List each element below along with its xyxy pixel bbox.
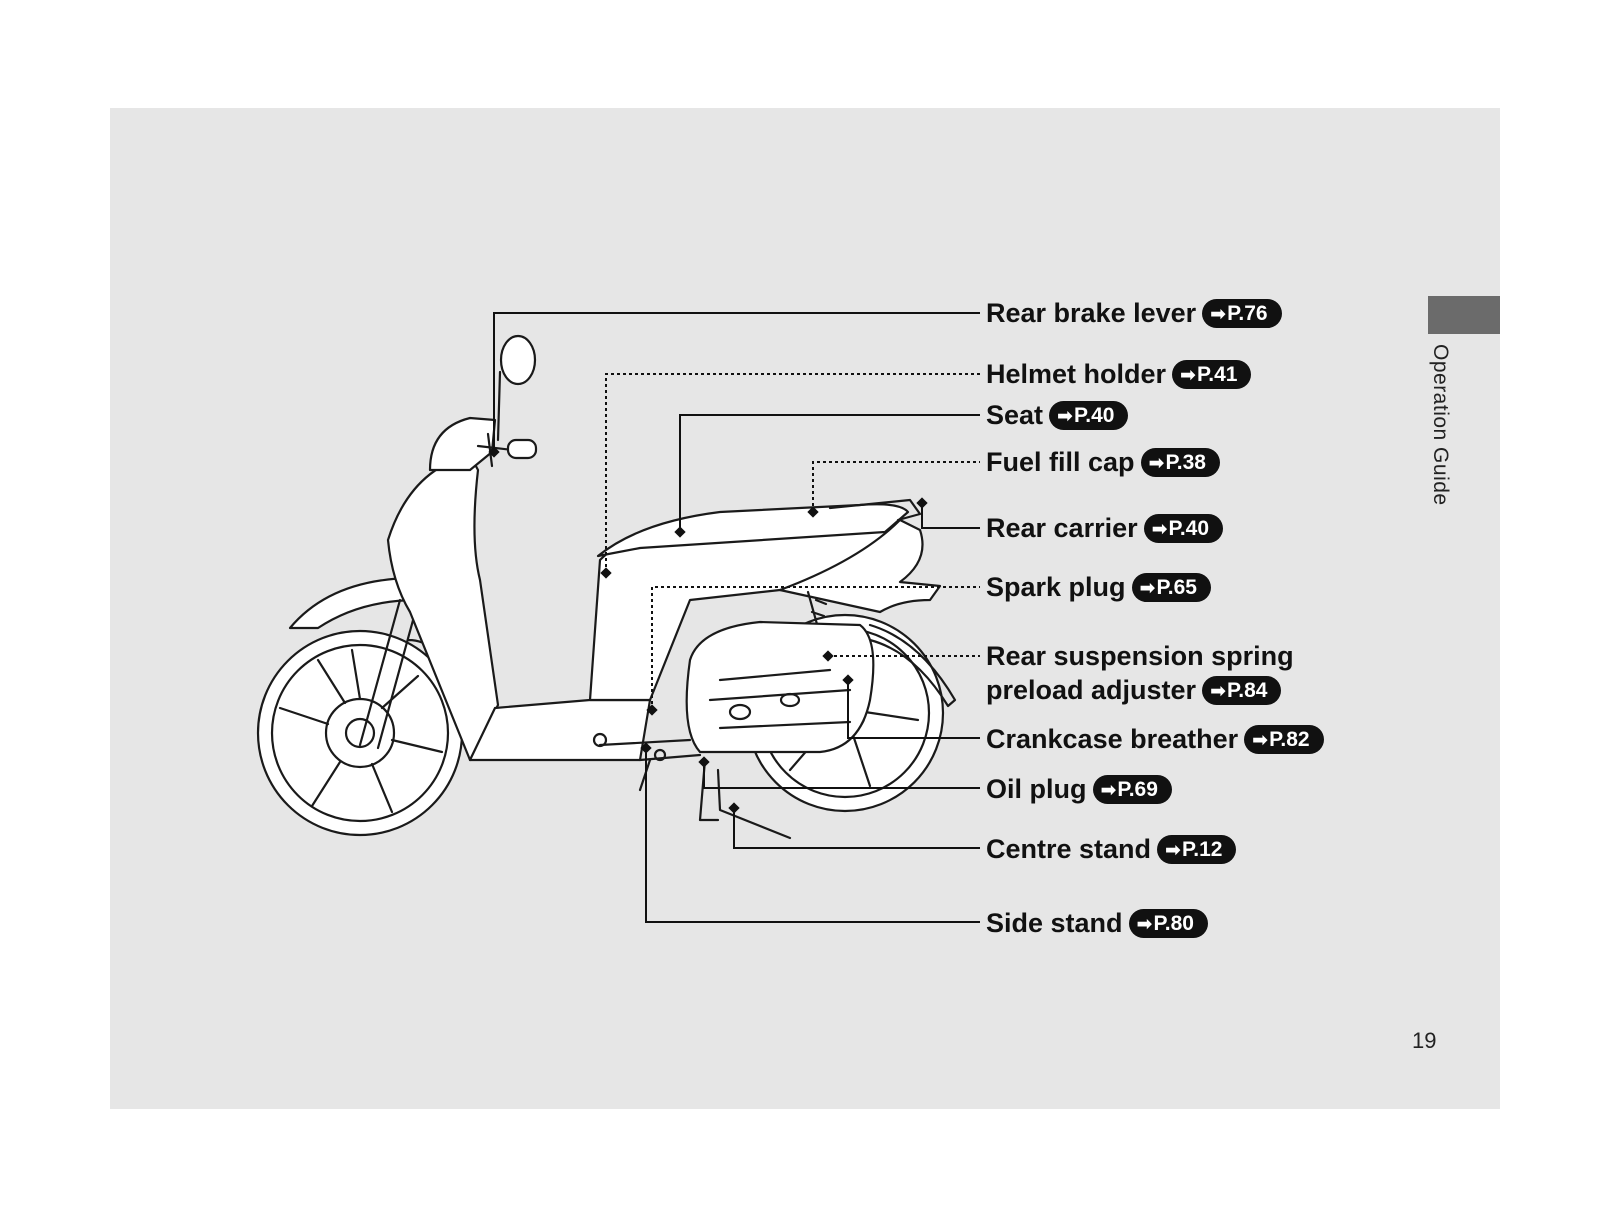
leader-crankcase-breather bbox=[847, 680, 980, 739]
callout-label: Centre stand bbox=[986, 834, 1152, 864]
arrow-right-icon: ➡ bbox=[1210, 304, 1227, 325]
callout-side-stand: Side stand➡P.80 bbox=[986, 906, 1208, 940]
leader-spark-plug bbox=[651, 586, 980, 710]
page-ref-badge[interactable]: ➡P.38 bbox=[1140, 448, 1220, 477]
callout-centre-stand: Centre stand➡P.12 bbox=[986, 832, 1237, 866]
arrow-right-icon: ➡ bbox=[1148, 453, 1165, 474]
arrow-right-icon: ➡ bbox=[1136, 914, 1153, 935]
leader-fuel-fill-cap bbox=[812, 461, 980, 512]
arrow-right-icon: ➡ bbox=[1180, 365, 1196, 386]
page-ref-badge[interactable]: ➡P.65 bbox=[1131, 573, 1211, 602]
arrow-right-icon: ➡ bbox=[1100, 780, 1117, 801]
callout-label: Helmet holder bbox=[986, 359, 1167, 389]
callout-helmet-holder: Helmet holder➡P.41 bbox=[986, 357, 1252, 391]
callout-fuel-fill-cap: Fuel fill cap➡P.38 bbox=[986, 445, 1220, 479]
page-ref-badge[interactable]: ➡P.69 bbox=[1092, 775, 1172, 804]
page-number: 19 bbox=[1412, 1028, 1437, 1053]
callout-label-line1: Rear suspension spring bbox=[986, 641, 1294, 671]
leader-side-stand bbox=[645, 748, 980, 923]
arrow-right-icon: ➡ bbox=[1252, 730, 1269, 751]
callout-oil-plug: Oil plug➡P.69 bbox=[986, 772, 1172, 806]
arrow-right-icon: ➡ bbox=[1210, 681, 1226, 702]
arrow-right-icon: ➡ bbox=[1165, 840, 1181, 861]
callout-label: Rear carrier bbox=[986, 513, 1138, 543]
callout-label-line2: preload adjuster bbox=[986, 675, 1197, 705]
page-ref-badge[interactable]: ➡P.80 bbox=[1128, 909, 1208, 938]
arrow-right-icon: ➡ bbox=[1139, 578, 1156, 599]
callout-label: Seat bbox=[986, 400, 1044, 430]
leader-centre-stand bbox=[733, 808, 980, 849]
leader-helmet-holder bbox=[605, 373, 980, 573]
page-ref-badge[interactable]: ➡P.41 bbox=[1172, 360, 1252, 389]
callout-rear-suspension-preload-adjuster: Rear suspension spring preload adjuster➡… bbox=[986, 639, 1294, 707]
front-wheel-drawing bbox=[256, 629, 464, 837]
arrow-right-icon: ➡ bbox=[1057, 406, 1073, 427]
callout-label: Rear brake lever bbox=[986, 298, 1197, 328]
page-ref-badge[interactable]: ➡P.84 bbox=[1202, 676, 1282, 705]
callout-label: Crankcase breather bbox=[986, 724, 1239, 754]
leader-oil-plug bbox=[703, 762, 980, 789]
callout-label: Fuel fill cap bbox=[986, 447, 1135, 477]
callout-label: Spark plug bbox=[986, 572, 1126, 602]
section-tab-marker bbox=[1428, 296, 1500, 334]
page-ref-badge[interactable]: ➡P.12 bbox=[1157, 835, 1237, 864]
callout-label: Oil plug bbox=[986, 774, 1087, 804]
page-ref-badge[interactable]: ➡P.82 bbox=[1244, 725, 1324, 754]
leader-rear-carrier bbox=[921, 503, 980, 529]
page-ref-badge[interactable]: ➡P.76 bbox=[1202, 299, 1282, 328]
page-ref-badge[interactable]: ➡P.40 bbox=[1049, 401, 1129, 430]
callout-crankcase-breather: Crankcase breather➡P.82 bbox=[986, 722, 1324, 756]
leader-seat bbox=[679, 414, 980, 532]
callout-spark-plug: Spark plug➡P.65 bbox=[986, 570, 1211, 604]
callout-rear-brake-lever: Rear brake lever➡P.76 bbox=[986, 296, 1282, 330]
arrow-right-icon: ➡ bbox=[1151, 519, 1168, 540]
callout-rear-carrier: Rear carrier➡P.40 bbox=[986, 511, 1224, 545]
page-ref-badge[interactable]: ➡P.40 bbox=[1143, 514, 1224, 543]
callout-seat: Seat➡P.40 bbox=[986, 398, 1129, 432]
leader-rear-brake-lever bbox=[493, 312, 980, 452]
section-tab-label: Operation Guide bbox=[1429, 344, 1452, 506]
callout-label: Side stand bbox=[986, 908, 1123, 938]
